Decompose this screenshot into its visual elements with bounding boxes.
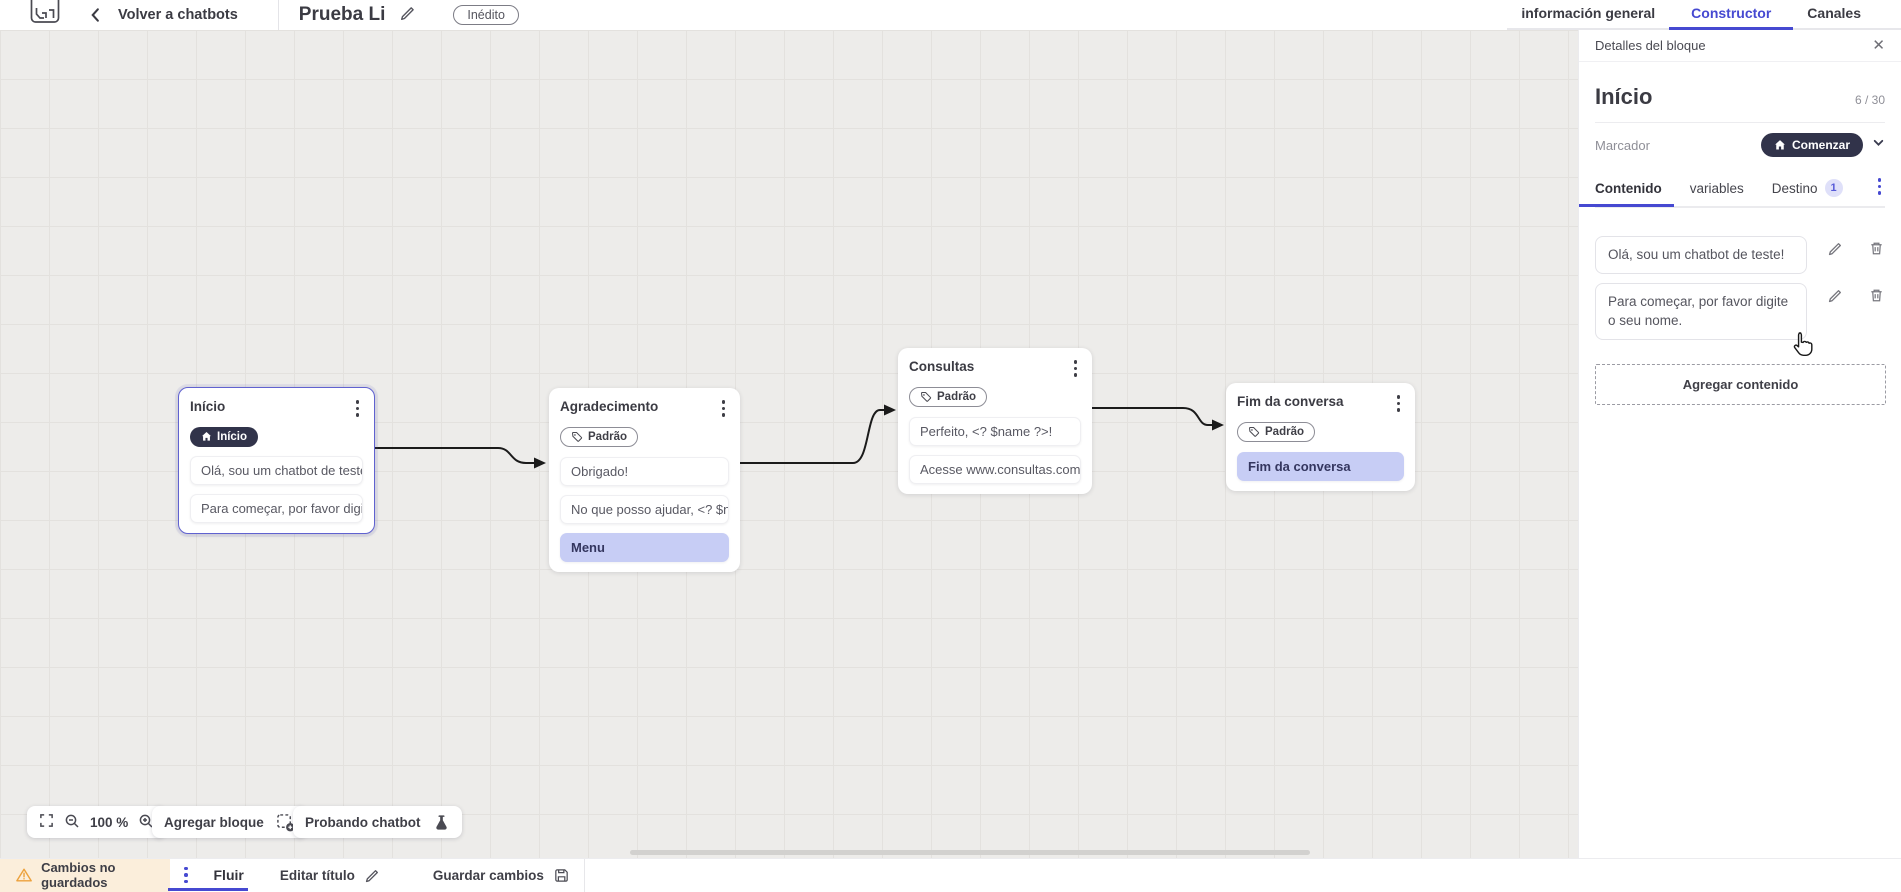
node-agradecimento[interactable]: Agradecimento Padrão Obrigado! No que po… bbox=[549, 388, 740, 572]
block-name-counter: 6 / 30 bbox=[1854, 93, 1885, 107]
save-changes-button[interactable]: Guardar cambios bbox=[433, 867, 570, 884]
content-text-2[interactable]: Para começar, por favor digite o seu nom… bbox=[1595, 282, 1807, 340]
node-inicio[interactable]: Início Início Olá, sou um chatbot de tes… bbox=[178, 387, 375, 534]
marker-label: Marcador bbox=[1595, 137, 1650, 153]
tag-icon bbox=[1249, 426, 1260, 437]
tab-canales[interactable]: Canales bbox=[1807, 5, 1861, 21]
node-content-row[interactable]: No que posso ajudar, <? $name ... bbox=[560, 494, 729, 524]
top-bar: Volver a chatbots Prueba Li Inédito info… bbox=[0, 0, 1901, 30]
bottombar-divider bbox=[583, 858, 585, 892]
add-block-icon bbox=[276, 813, 295, 831]
chatbot-title: Prueba Li bbox=[298, 4, 386, 25]
tab-contenido[interactable]: Contenido bbox=[1579, 175, 1674, 207]
node-menu-icon[interactable] bbox=[1070, 357, 1082, 380]
warning-icon bbox=[16, 868, 32, 882]
zoom-out-button[interactable] bbox=[64, 813, 80, 832]
panel-tab-bar: Contenido variables Destino 1 bbox=[1579, 173, 1886, 208]
edit-title-button[interactable]: Editar título bbox=[280, 867, 381, 884]
type-badge: Padrão bbox=[1237, 421, 1315, 442]
add-content-button[interactable]: Agregar contenido bbox=[1595, 363, 1886, 405]
delete-content-icon[interactable] bbox=[1868, 287, 1885, 309]
node-menu-icon[interactable] bbox=[718, 397, 730, 420]
content-item: Olá, sou um chatbot de teste! bbox=[1595, 236, 1885, 274]
active-flow-underline bbox=[168, 888, 248, 891]
block-details-panel: Detalles del bloque ✕ Início 6 / 30 Marc… bbox=[1578, 30, 1901, 891]
node-content-row-menu[interactable]: Menu bbox=[560, 532, 729, 562]
type-badge: Padrão bbox=[560, 426, 638, 447]
back-label: Volver a chatbots bbox=[118, 7, 238, 23]
content-text-1[interactable]: Olá, sou um chatbot de teste! bbox=[1595, 236, 1807, 274]
node-menu-icon[interactable] bbox=[1393, 392, 1405, 415]
flow-canvas[interactable]: Início Início Olá, sou um chatbot de tes… bbox=[0, 30, 1578, 858]
tab-constructor[interactable]: Constructor bbox=[1669, 1, 1794, 30]
zoom-in-button[interactable] bbox=[138, 813, 154, 832]
edit-title-label: Editar título bbox=[279, 867, 355, 883]
tab-destino[interactable]: Destino 1 bbox=[1772, 173, 1843, 206]
node-title: Consultas bbox=[909, 359, 975, 374]
top-tab-bar: información general Constructor Canales bbox=[1507, 0, 1901, 30]
flow-menu-icon[interactable] bbox=[180, 864, 192, 887]
home-icon bbox=[1775, 140, 1785, 150]
tag-icon bbox=[921, 391, 932, 402]
node-consultas[interactable]: Consultas Padrão Perfeito, <? $name ?>! … bbox=[898, 348, 1092, 494]
save-changes-label: Guardar cambios bbox=[432, 867, 544, 883]
node-content-row-end[interactable]: Fim da conversa bbox=[1237, 451, 1404, 481]
zoom-level: 100 % bbox=[90, 814, 129, 830]
tab-informacion-general[interactable]: información general bbox=[1521, 5, 1656, 21]
start-badge: Início bbox=[190, 426, 259, 447]
test-chatbot-label: Probando chatbot bbox=[305, 814, 421, 830]
save-icon bbox=[555, 868, 568, 882]
back-button[interactable]: Volver a chatbots bbox=[88, 7, 238, 23]
node-menu-icon[interactable] bbox=[352, 397, 364, 420]
delete-content-icon[interactable] bbox=[1868, 240, 1885, 262]
marker-dropdown-icon[interactable] bbox=[1872, 136, 1885, 154]
unsaved-changes-warning: Cambios no guardados bbox=[0, 858, 170, 892]
tab-variables[interactable]: variables bbox=[1689, 180, 1744, 196]
node-title: Agradecimento bbox=[560, 399, 659, 414]
add-block-label: Agregar bloque bbox=[164, 814, 264, 830]
close-icon[interactable]: ✕ bbox=[1872, 37, 1885, 54]
add-block-button[interactable]: Agregar bloque bbox=[152, 806, 307, 838]
edit-title-icon[interactable] bbox=[399, 4, 417, 27]
zoom-toolbar: 100 % bbox=[27, 806, 167, 838]
status-badge: Inédito bbox=[453, 5, 519, 25]
flask-icon bbox=[435, 814, 447, 830]
node-title: Início bbox=[190, 399, 226, 414]
node-content-row[interactable]: Acesse www.consultas.com par... bbox=[909, 454, 1081, 484]
node-title: Fim da conversa bbox=[1237, 394, 1344, 409]
panel-divider bbox=[1595, 122, 1885, 123]
chevron-left-icon bbox=[91, 8, 99, 22]
app-logo-icon[interactable] bbox=[30, 0, 60, 29]
bottom-bar: Cambios no guardados Fluir Editar título… bbox=[0, 858, 1901, 892]
topbar-divider bbox=[277, 0, 279, 30]
type-badge: Padrão bbox=[909, 386, 987, 407]
tag-icon bbox=[572, 431, 583, 442]
node-content-row[interactable]: Olá, sou um chatbot de teste! bbox=[190, 456, 363, 485]
tab-fluir[interactable]: Fluir bbox=[213, 867, 244, 883]
destino-count-badge: 1 bbox=[1824, 179, 1843, 197]
pencil-icon bbox=[365, 869, 378, 882]
test-chatbot-button[interactable]: Probando chatbot bbox=[293, 806, 462, 838]
home-icon bbox=[202, 432, 211, 441]
node-content-row[interactable]: Obrigado! bbox=[560, 456, 729, 486]
fullscreen-button[interactable] bbox=[39, 813, 54, 831]
edit-content-icon[interactable] bbox=[1827, 287, 1844, 309]
node-content-row[interactable]: Para começar, por favor digite o ... bbox=[190, 494, 363, 523]
content-item: Para começar, por favor digite o seu nom… bbox=[1595, 282, 1885, 340]
edit-content-icon[interactable] bbox=[1827, 240, 1844, 262]
panel-menu-icon[interactable] bbox=[1874, 175, 1886, 198]
node-content-row[interactable]: Perfeito, <? $name ?>! bbox=[909, 416, 1081, 446]
canvas-horizontal-scrollbar[interactable] bbox=[630, 850, 1310, 855]
marker-start-button[interactable]: Comenzar bbox=[1760, 133, 1863, 157]
warning-label: Cambios no guardados bbox=[41, 860, 116, 890]
panel-header-title: Detalles del bloque bbox=[1595, 37, 1706, 53]
node-fim-da-conversa[interactable]: Fim da conversa Padrão Fim da conversa bbox=[1226, 383, 1415, 491]
block-name: Início bbox=[1595, 84, 1653, 109]
